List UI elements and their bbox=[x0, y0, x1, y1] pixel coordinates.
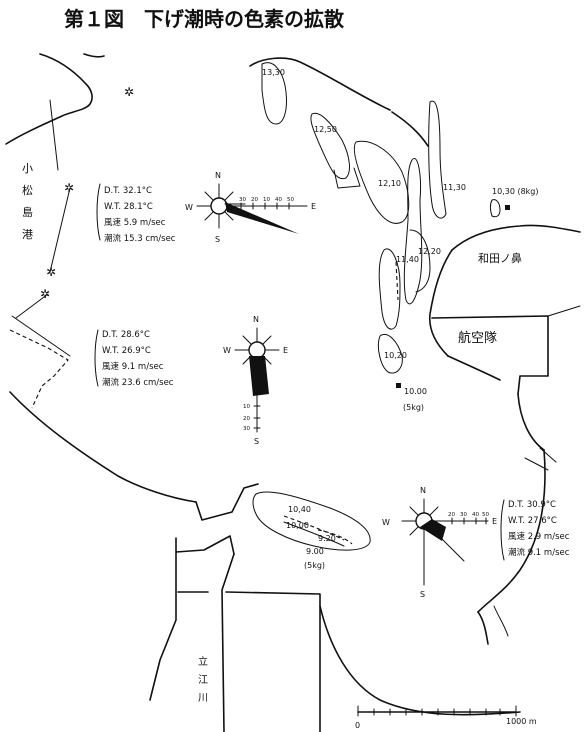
svg-text:10,40: 10,40 bbox=[288, 505, 311, 514]
svg-text:10,30 (8kg): 10,30 (8kg) bbox=[492, 187, 539, 196]
svg-text:N: N bbox=[420, 486, 426, 495]
station-2-wind-rose: N E S W 10 20 30 bbox=[223, 315, 288, 446]
svg-text:11,40: 11,40 bbox=[396, 255, 419, 264]
svg-text:(5kg): (5kg) bbox=[304, 561, 325, 570]
svg-text:12,10: 12,10 bbox=[378, 179, 401, 188]
svg-text:S: S bbox=[215, 235, 220, 244]
label-komatsujima: 小 松 島 港 bbox=[22, 162, 33, 241]
svg-text:30: 30 bbox=[460, 512, 467, 518]
svg-text:潮流 23.6 cm/sec: 潮流 23.6 cm/sec bbox=[102, 377, 174, 388]
svg-text:W: W bbox=[185, 203, 193, 212]
svg-text:D.T. 30.9°C: D.T. 30.9°C bbox=[508, 500, 556, 510]
svg-text:松: 松 bbox=[22, 183, 33, 197]
svg-text:✲: ✲ bbox=[124, 85, 134, 99]
svg-text:W.T. 26.9°C: W.T. 26.9°C bbox=[102, 346, 151, 356]
svg-text:10: 10 bbox=[263, 197, 270, 203]
svg-text:12,50: 12,50 bbox=[314, 125, 337, 134]
label-kokutai: 航空隊 bbox=[458, 330, 497, 346]
svg-text:12,20: 12,20 bbox=[418, 247, 441, 256]
navigation-marks: ✲ ✲ ✲ ✲ bbox=[40, 85, 134, 301]
station-3-wind-rose: N E S W 20 30 40 50 bbox=[382, 486, 497, 599]
svg-text:N: N bbox=[215, 171, 221, 180]
svg-text:江: 江 bbox=[198, 674, 208, 686]
svg-text:潮流 9.1 m/sec: 潮流 9.1 m/sec bbox=[508, 547, 570, 558]
svg-text:9.20: 9.20 bbox=[318, 534, 336, 543]
svg-text:島: 島 bbox=[22, 205, 33, 219]
svg-text:立: 立 bbox=[198, 655, 208, 668]
svg-text:S: S bbox=[420, 590, 425, 599]
label-tatsuegawa: 立 江 川 bbox=[198, 655, 208, 704]
svg-text:E: E bbox=[492, 517, 497, 526]
dye-patches bbox=[252, 62, 510, 551]
svg-text:30: 30 bbox=[243, 426, 250, 432]
patch-labels: 13,30 12,50 12,10 11,30 11,40 12,20 10,2… bbox=[262, 68, 539, 570]
svg-text:20: 20 bbox=[448, 512, 455, 518]
svg-text:10,20: 10,20 bbox=[384, 351, 407, 360]
scale-start: 0 bbox=[355, 721, 360, 730]
svg-text:✲: ✲ bbox=[46, 265, 56, 279]
svg-text:✲: ✲ bbox=[64, 181, 74, 195]
svg-text:W.T. 27.6°C: W.T. 27.6°C bbox=[508, 516, 557, 526]
svg-text:N: N bbox=[253, 315, 259, 324]
svg-text:✲: ✲ bbox=[40, 287, 50, 301]
svg-text:50: 50 bbox=[482, 512, 489, 518]
svg-text:(5kg): (5kg) bbox=[403, 403, 424, 412]
svg-text:W: W bbox=[223, 346, 231, 355]
svg-text:S: S bbox=[254, 437, 259, 446]
svg-text:9.00: 9.00 bbox=[306, 547, 324, 556]
svg-text:風速 5.9 m/sec: 風速 5.9 m/sec bbox=[104, 218, 166, 228]
svg-text:川: 川 bbox=[198, 693, 208, 704]
svg-text:10.00: 10.00 bbox=[404, 387, 427, 396]
svg-text:50: 50 bbox=[287, 197, 294, 203]
svg-text:40: 40 bbox=[275, 197, 282, 203]
svg-text:W: W bbox=[382, 518, 390, 527]
svg-text:D.T. 32.1°C: D.T. 32.1°C bbox=[104, 186, 152, 196]
scale-bar: 0 1000 m bbox=[355, 705, 537, 730]
station-3-readings: D.T. 30.9°C W.T. 27.6°C 風速 2.9 m/sec 潮流 … bbox=[500, 499, 570, 561]
station-1-wind-rose: N E S W 30 20 10 40 50 bbox=[185, 171, 316, 244]
svg-text:20: 20 bbox=[243, 416, 250, 422]
svg-text:港: 港 bbox=[22, 228, 33, 241]
svg-text:小: 小 bbox=[22, 162, 33, 175]
scale-end: 1000 m bbox=[506, 717, 537, 726]
svg-text:10: 10 bbox=[243, 404, 250, 410]
svg-text:潮流 15.3 cm/sec: 潮流 15.3 cm/sec bbox=[104, 233, 176, 244]
svg-text:20: 20 bbox=[251, 197, 258, 203]
svg-text:D.T. 28.6°C: D.T. 28.6°C bbox=[102, 330, 150, 340]
svg-text:11,30: 11,30 bbox=[443, 183, 466, 192]
svg-text:E: E bbox=[311, 202, 316, 211]
svg-text:30: 30 bbox=[239, 197, 246, 203]
label-wadanohana: 和田ノ鼻 bbox=[478, 251, 522, 265]
coastline bbox=[5, 53, 581, 732]
svg-text:E: E bbox=[283, 346, 288, 355]
svg-text:13,30: 13,30 bbox=[262, 68, 285, 77]
figure-title: 第１図 下げ潮時の色素の拡散 bbox=[64, 7, 345, 31]
station-2-readings: D.T. 28.6°C W.T. 26.9°C 風速 9.1 m/sec 潮流 … bbox=[94, 329, 174, 388]
station-1-readings: D.T. 32.1°C W.T. 28.1°C 風速 5.9 m/sec 潮流 … bbox=[96, 183, 176, 244]
svg-text:風速 2.9 m/sec: 風速 2.9 m/sec bbox=[508, 532, 570, 542]
svg-text:10,00: 10,00 bbox=[286, 521, 309, 530]
svg-text:W.T. 28.1°C: W.T. 28.1°C bbox=[104, 202, 153, 212]
svg-text:40: 40 bbox=[472, 512, 479, 518]
svg-text:風速 9.1 m/sec: 風速 9.1 m/sec bbox=[102, 362, 164, 372]
